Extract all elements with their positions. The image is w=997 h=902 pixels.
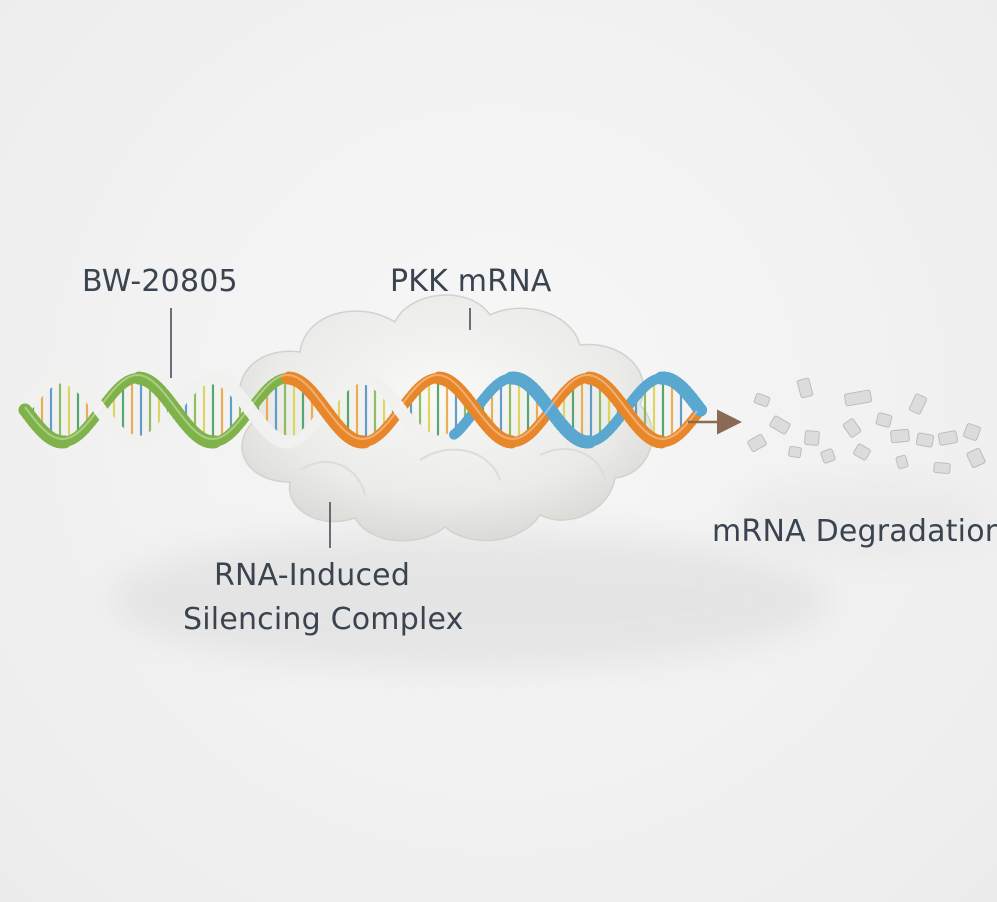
mrna-fragment	[804, 430, 820, 446]
mrna-fragment	[963, 423, 981, 441]
mrna-fragment	[788, 445, 802, 459]
mrna-fragment	[747, 434, 767, 452]
mrna-fragment	[966, 447, 986, 469]
mrna-fragments	[747, 377, 986, 475]
mrna-fragment	[875, 412, 893, 428]
mrna-fragment	[753, 392, 771, 408]
outcome-label: mRNA Degradation	[712, 514, 997, 549]
strand-b-segment	[690, 399, 708, 417]
helix-front-strands	[18, 371, 708, 449]
mrna-fragment	[820, 448, 836, 464]
mrna-fragment	[769, 415, 791, 435]
complex-label-line1: RNA-Induced	[214, 558, 411, 593]
mrna-fragment	[933, 461, 951, 475]
mrna-fragment	[890, 428, 910, 444]
mrna-fragment	[915, 432, 935, 448]
strand-a-segment	[651, 434, 669, 449]
ground-shadow	[110, 480, 990, 670]
mrna-fragment	[853, 443, 871, 461]
strand-highlight	[24, 374, 698, 440]
target-label: PKK mRNA	[390, 264, 552, 299]
mrna-fragment	[937, 430, 959, 446]
strand-a-segment	[501, 434, 519, 449]
drug-label: BW-20805	[82, 264, 238, 299]
mrna-fragment	[895, 454, 909, 470]
mrna-fragment	[843, 389, 873, 407]
mrna-fragment	[842, 418, 862, 438]
mrna-fragment	[796, 377, 814, 399]
complex-label-line2: Silencing Complex	[183, 602, 464, 637]
mrna-fragment	[908, 393, 928, 415]
